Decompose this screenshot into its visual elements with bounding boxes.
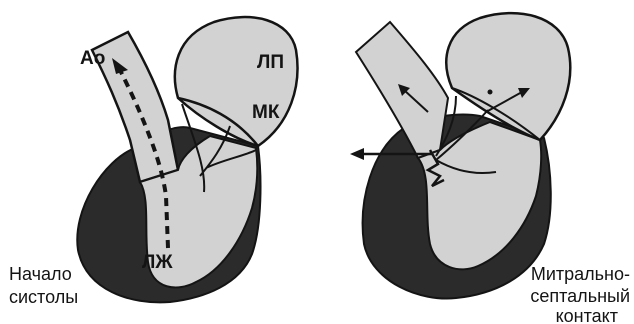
left-caption-line-2: систолы <box>9 287 78 307</box>
label-left-ventricle: ЛЖ <box>142 252 173 273</box>
left-caption-line-1: Начало <box>9 264 72 284</box>
left-heart: Ао ЛП МК ЛЖ <box>77 17 297 302</box>
atrium-dot <box>488 90 493 95</box>
right-caption-line-1: Митрально- <box>531 264 630 284</box>
right-heart <box>350 13 570 298</box>
arrow-left-head <box>350 148 364 160</box>
right-caption-line-3: контакт <box>556 306 618 324</box>
right-caption-line-2: септальный <box>530 286 630 306</box>
label-left-atrium: ЛП <box>257 52 284 73</box>
label-mitral-valve: МК <box>252 102 280 123</box>
label-aorta: Ао <box>80 48 105 69</box>
left-atrium <box>175 17 298 146</box>
